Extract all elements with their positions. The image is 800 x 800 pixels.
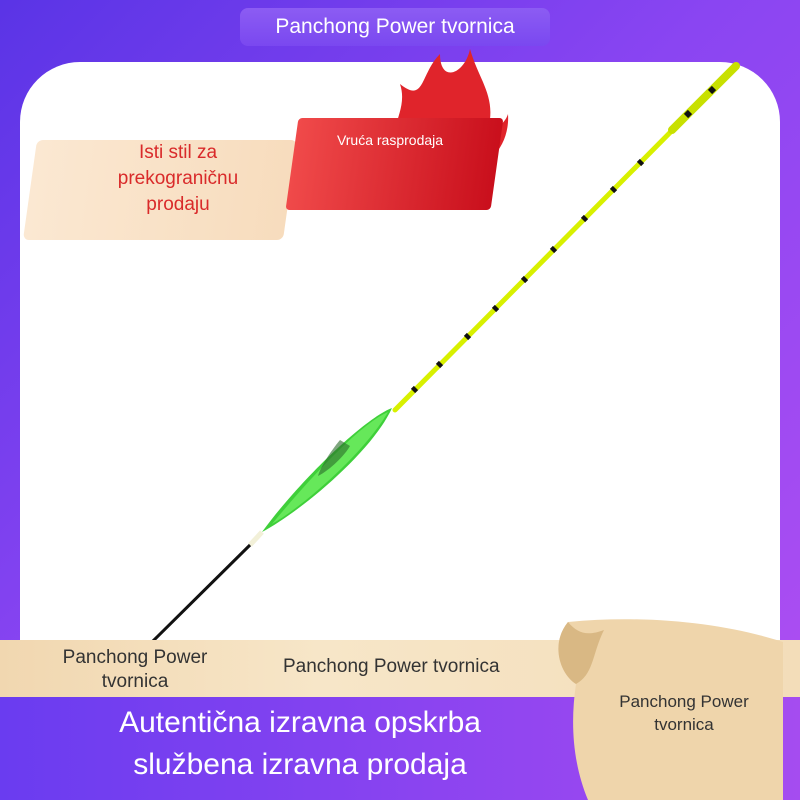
band-middle-label: Panchong Power tvornica (283, 656, 500, 677)
scroll-label: Panchong Power tvornica (619, 692, 749, 734)
slogan-line-2: službena izravna prodaja (133, 748, 467, 781)
band-left-label: Panchong Power tvornica (62, 647, 208, 692)
hot-sale-label: Vruća rasprodaja (336, 132, 444, 148)
footer-slogan: Autentična izravna opskrba službena izra… (60, 702, 540, 786)
slogan-line-1: Autentična izravna opskrba (119, 706, 481, 739)
promo-label: Isti stil za prekograničnu prodaju (117, 142, 239, 215)
page-title: Panchong Power tvornica (240, 8, 550, 46)
scroll-ribbon (558, 619, 783, 800)
